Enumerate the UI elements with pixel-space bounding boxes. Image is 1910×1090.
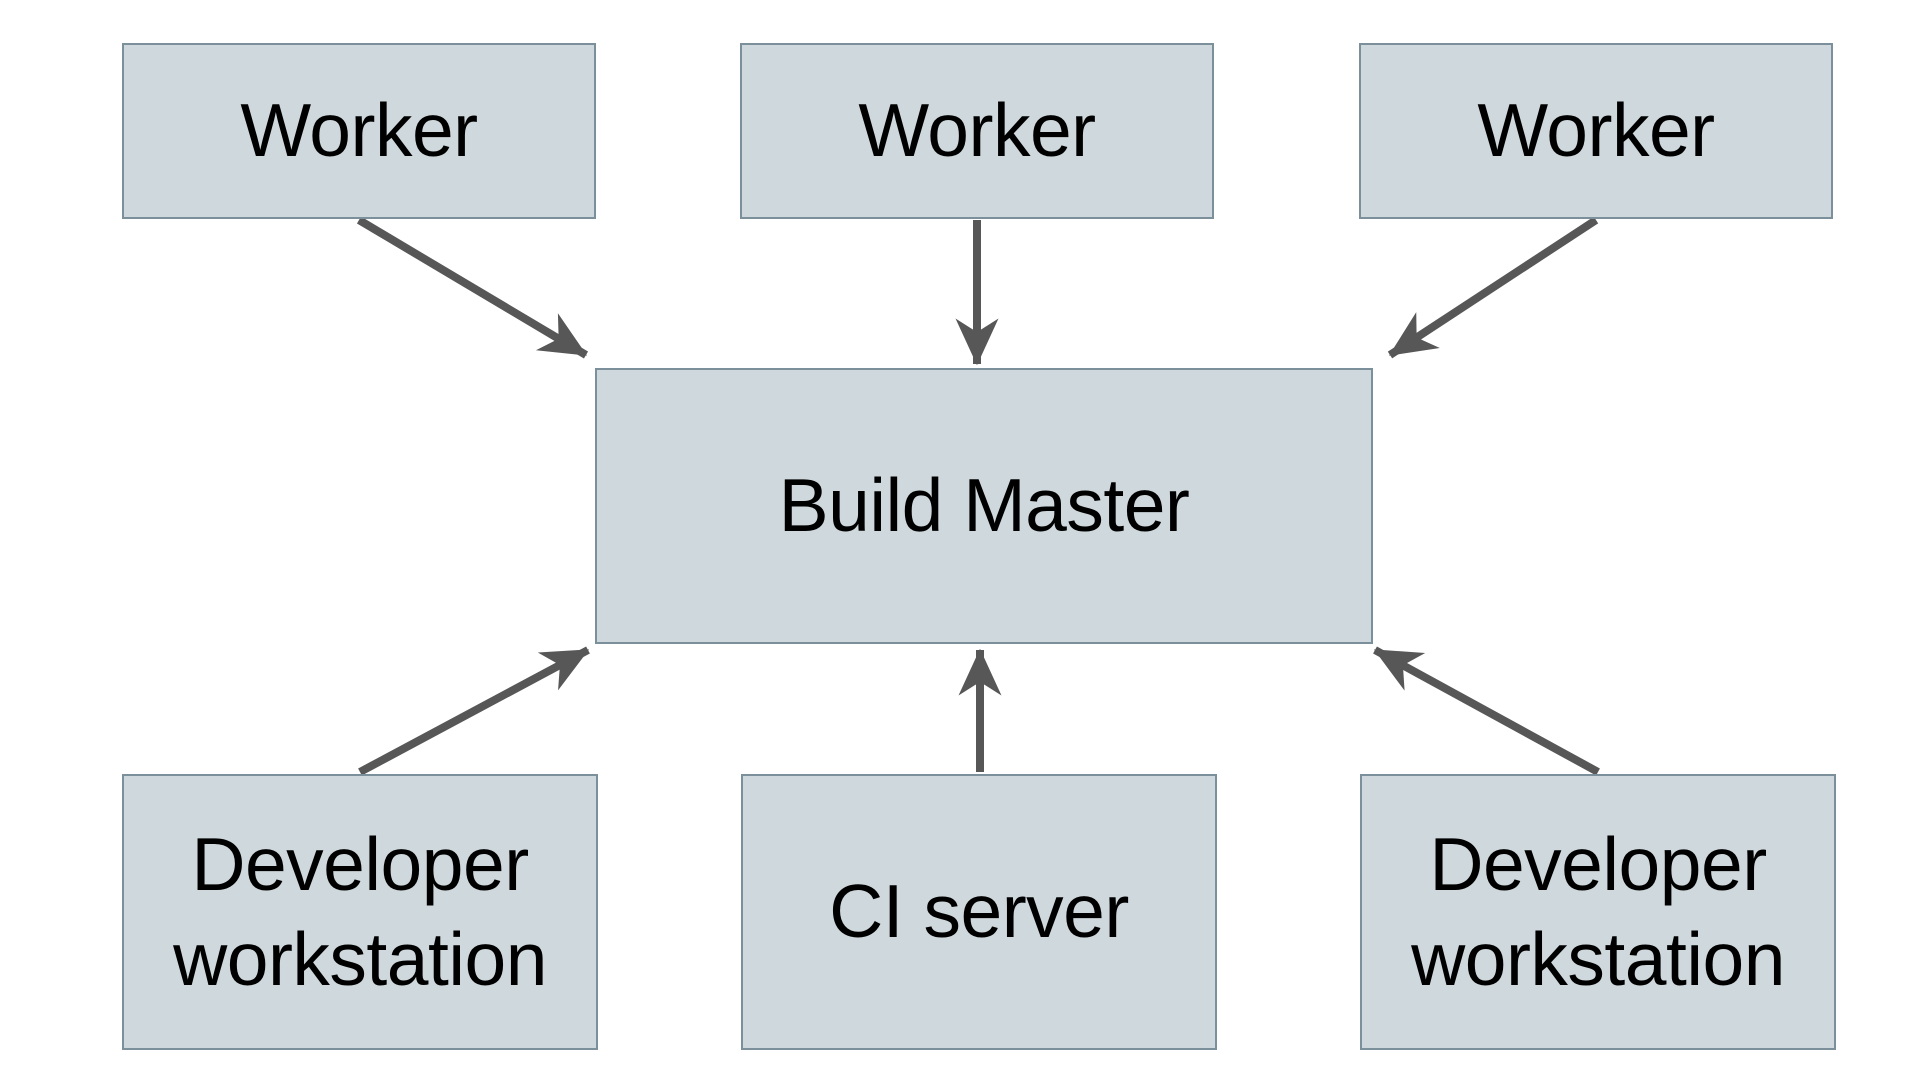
arrow-worker1-to-buildmaster	[356, 216, 589, 359]
node-worker-2-label: Worker	[858, 88, 1096, 173]
node-worker-3-label: Worker	[1477, 88, 1715, 173]
node-worker-1: Worker	[122, 43, 596, 219]
node-build-master: Build Master	[595, 368, 1373, 644]
node-worker-2: Worker	[740, 43, 1214, 219]
node-developer-workstation-right-label: Developer workstation	[1411, 821, 1785, 1001]
node-developer-workstation-right: Developer workstation	[1360, 774, 1836, 1050]
node-developer-workstation-left-label: Developer workstation	[173, 821, 547, 1001]
node-worker-1-label: Worker	[240, 88, 478, 173]
arrow-devleft-to-buildmaster	[358, 646, 590, 776]
node-build-master-label: Build Master	[778, 463, 1190, 548]
node-ci-server: CI server	[741, 774, 1217, 1050]
node-developer-workstation-left: Developer workstation	[122, 774, 598, 1050]
node-worker-3: Worker	[1359, 43, 1833, 219]
arrow-worker3-to-buildmaster	[1387, 216, 1599, 359]
arrow-devright-to-buildmaster	[1373, 646, 1600, 776]
node-ci-server-label: CI server	[829, 869, 1129, 954]
